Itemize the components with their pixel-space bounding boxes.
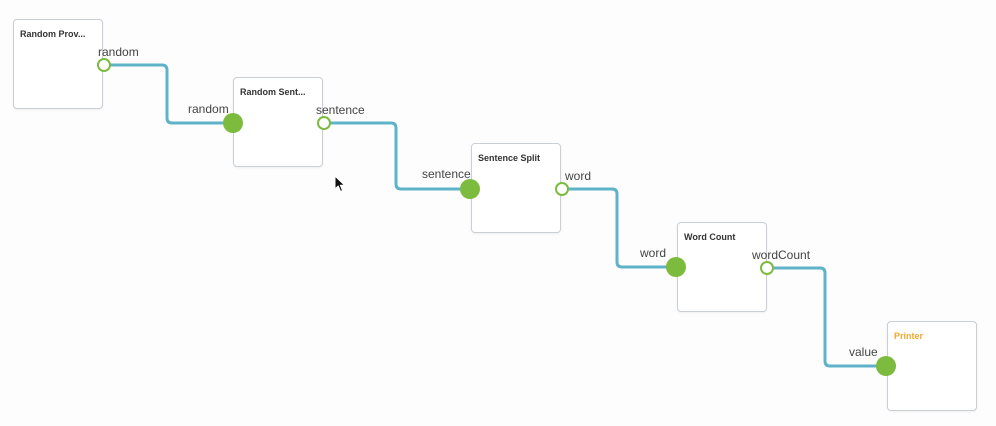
wire-random-to-random[interactable]	[104, 63, 232, 125]
output-port-sentence[interactable]	[317, 116, 331, 130]
node-sentence-split[interactable]: Sentence Split	[471, 143, 561, 233]
output-port-word[interactable]	[555, 182, 569, 196]
wire-word-to-word[interactable]	[562, 187, 676, 269]
node-title: Printer	[894, 331, 924, 341]
node-random-sentence[interactable]: Random Sent...	[233, 77, 323, 167]
output-port-random[interactable]	[97, 58, 111, 72]
node-word-count[interactable]: Word Count	[677, 222, 767, 312]
input-port-word[interactable]	[666, 257, 686, 277]
port-label-random-in: random	[188, 102, 229, 116]
node-title: Word Count	[684, 232, 736, 242]
port-label-word-out: word	[565, 169, 592, 183]
wire-wordcount-to-value[interactable]	[767, 266, 885, 368]
port-label-wordcount-out: wordCount	[752, 248, 811, 262]
input-port-sentence[interactable]	[460, 179, 480, 199]
port-label-sentence-out: sentence	[316, 103, 365, 117]
input-port-value[interactable]	[876, 356, 896, 376]
port-label-sentence-in: sentence	[422, 167, 471, 181]
node-title: Random Prov...	[20, 29, 86, 39]
node-random-provider[interactable]: Random Prov...	[13, 19, 103, 109]
node-title: Random Sent...	[240, 87, 306, 97]
wire-sentence-to-sentence[interactable]	[324, 121, 469, 191]
port-label-value-in: value	[849, 345, 878, 359]
input-port-random[interactable]	[223, 113, 243, 133]
node-title: Sentence Split	[478, 153, 541, 163]
port-label-random-out: random	[98, 45, 139, 59]
node-printer[interactable]: Printer	[887, 321, 977, 411]
output-port-wordcount[interactable]	[760, 261, 774, 275]
mouse-pointer-icon	[334, 175, 345, 192]
port-label-word-in: word	[640, 246, 667, 260]
